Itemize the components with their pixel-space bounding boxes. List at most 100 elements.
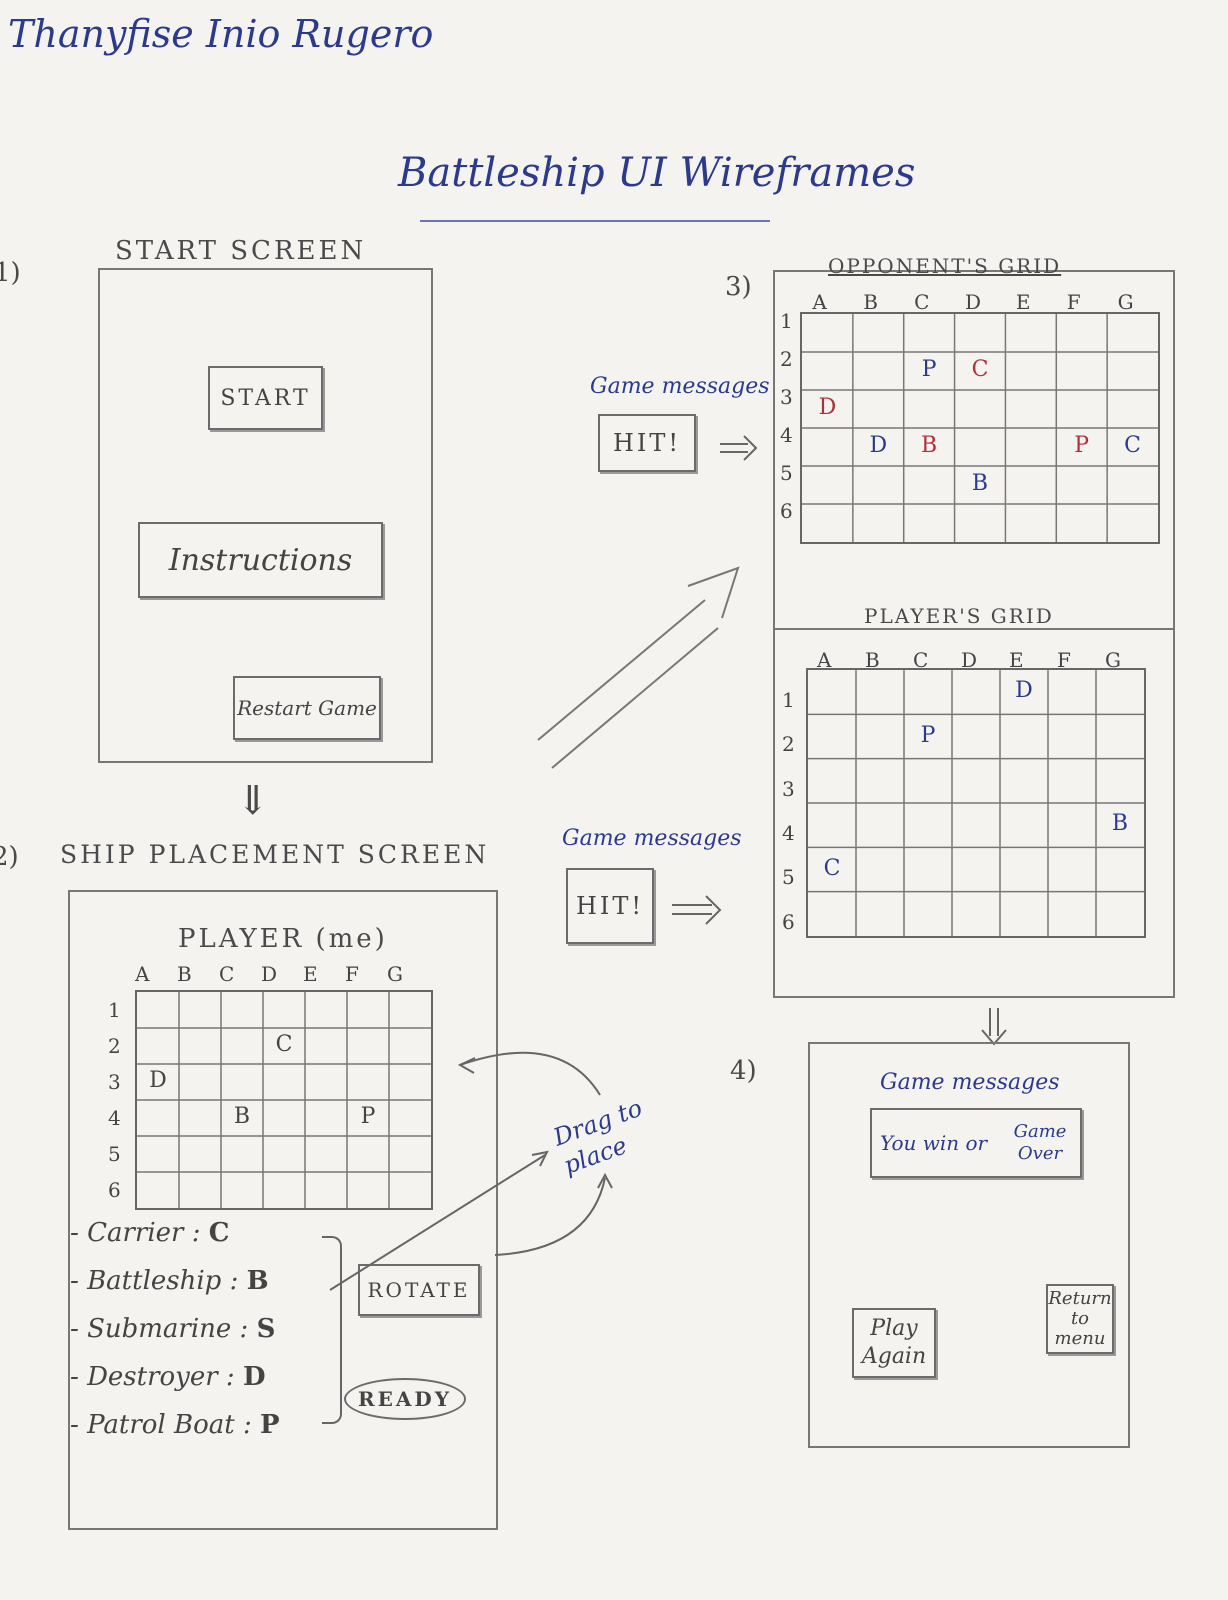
ship-list-item[interactable]: - Destroyer : D bbox=[70, 1362, 266, 1392]
opponent-column-label: E bbox=[1015, 290, 1031, 314]
player-cell-mark[interactable]: D bbox=[1015, 678, 1033, 704]
ship-separator: : bbox=[217, 1362, 243, 1392]
start-screen-heading: START SCREEN bbox=[115, 236, 367, 266]
player-column-label: E bbox=[1009, 648, 1024, 672]
screen4-number: 4) bbox=[730, 1056, 757, 1086]
opponent-grid[interactable]: P C D D B P C B bbox=[800, 312, 1160, 544]
ship-list-bullet: - bbox=[70, 1362, 88, 1392]
screen2-number: 2) bbox=[0, 842, 19, 872]
opponent-grid-lines bbox=[802, 314, 1158, 542]
placement-row-label: 4 bbox=[108, 1106, 121, 1130]
opponent-cell-mark[interactable]: B bbox=[921, 433, 938, 458]
opponent-row-label: 4 bbox=[780, 423, 793, 447]
opponent-row-label: 1 bbox=[780, 309, 793, 333]
placement-row-label: 5 bbox=[108, 1142, 121, 1166]
ship-list-bullet: - bbox=[70, 1314, 88, 1344]
ship-code: B bbox=[246, 1266, 269, 1296]
player-row-label: 5 bbox=[782, 865, 795, 890]
placement-row-label: 6 bbox=[108, 1178, 121, 1202]
placement-cell-mark[interactable]: B bbox=[233, 1104, 251, 1129]
opponent-cell-mark[interactable]: D bbox=[869, 433, 888, 458]
drag-to-place-note: Drag to place bbox=[549, 1093, 646, 1180]
player-grid-title: PLAYER (me) bbox=[178, 924, 388, 954]
ship-list-bullet: - bbox=[70, 1266, 88, 1296]
ship-separator: : bbox=[183, 1218, 209, 1248]
opponent-cell-mark[interactable]: P bbox=[921, 357, 937, 382]
screen1-number: 1) bbox=[0, 258, 21, 288]
opponent-column-label: B bbox=[863, 290, 878, 314]
placement-column-label: G bbox=[387, 962, 403, 986]
placement-grid-lines bbox=[137, 992, 431, 1208]
ship-separator: : bbox=[221, 1266, 247, 1296]
player-column-label: G bbox=[1105, 648, 1121, 672]
placement-cell-mark[interactable]: D bbox=[149, 1068, 167, 1093]
opponent-column-label: D bbox=[965, 290, 982, 314]
page-title: Battleship UI Wireframes bbox=[398, 150, 916, 196]
player-row-label: 3 bbox=[782, 776, 795, 801]
placement-column-label: D bbox=[261, 962, 278, 986]
game-over-frame bbox=[808, 1042, 1130, 1448]
messages-label-bottom: Game messages bbox=[562, 826, 742, 851]
opponent-column-label: C bbox=[914, 290, 930, 314]
player-cell-mark[interactable]: B bbox=[1111, 811, 1129, 837]
ship-code: S bbox=[256, 1314, 276, 1344]
opponent-column-label: G bbox=[1117, 290, 1134, 314]
placement-column-label: E bbox=[303, 962, 318, 986]
down-arrow-icon: ⇓ bbox=[236, 778, 270, 824]
opponent-column-label: F bbox=[1066, 290, 1081, 314]
ship-list-item[interactable]: - Battleship : B bbox=[70, 1266, 269, 1296]
instructions-button[interactable]: Instructions bbox=[138, 522, 383, 598]
player-row-label: 6 bbox=[782, 909, 795, 934]
ship-list-bullet: - bbox=[70, 1410, 88, 1440]
result-message-box: You win or Game Over bbox=[870, 1108, 1082, 1178]
screen3-number: 3) bbox=[725, 272, 752, 302]
ship-name: Patrol Boat bbox=[87, 1410, 235, 1440]
result-text-over: Game Over bbox=[1013, 1121, 1067, 1164]
placement-grid[interactable]: C D B P bbox=[135, 990, 433, 1210]
ship-name: Battleship bbox=[87, 1266, 222, 1296]
opponent-row-label: 2 bbox=[780, 347, 793, 371]
ship-list-item[interactable]: - Submarine : S bbox=[70, 1314, 275, 1344]
placement-cell-mark[interactable]: C bbox=[275, 1032, 293, 1057]
restart-game-button[interactable]: Restart Game bbox=[233, 676, 381, 740]
author-name: Thanyfise Inio Rugero bbox=[8, 12, 434, 56]
ship-list-bullet: - bbox=[70, 1218, 88, 1248]
rotate-button[interactable]: ROTATE bbox=[358, 1264, 480, 1316]
return-to-menu-button[interactable]: Return to menu bbox=[1046, 1284, 1114, 1354]
ship-placement-heading: SHIP PLACEMENT SCREEN bbox=[60, 840, 490, 869]
start-button[interactable]: START bbox=[208, 366, 323, 430]
title-underline bbox=[420, 220, 770, 222]
diagonal-arrow-icon bbox=[537, 566, 740, 769]
ship-code: C bbox=[208, 1218, 230, 1248]
messages-label-final: Game messages bbox=[880, 1070, 1060, 1095]
player-column-label: F bbox=[1057, 648, 1071, 672]
player-grid[interactable]: D P B C bbox=[806, 668, 1146, 938]
player-cell-mark[interactable]: P bbox=[920, 722, 936, 748]
hit-message-top: HIT! bbox=[598, 414, 696, 472]
opponent-row-label: 6 bbox=[780, 499, 793, 523]
opponent-cell-mark[interactable]: D bbox=[818, 395, 837, 420]
game-screen-frame bbox=[773, 270, 1175, 998]
opponent-cell-mark[interactable]: P bbox=[1074, 433, 1090, 458]
ready-button[interactable]: READY bbox=[344, 1378, 466, 1420]
ship-separator: : bbox=[231, 1314, 257, 1344]
ship-list-item[interactable]: - Patrol Boat : P bbox=[70, 1410, 280, 1440]
placement-column-label: A bbox=[135, 962, 150, 986]
opponent-cell-mark[interactable]: B bbox=[971, 471, 989, 496]
opponent-row-label: 3 bbox=[780, 385, 793, 409]
player-cell-mark[interactable]: C bbox=[823, 855, 841, 881]
game-screen-divider bbox=[773, 628, 1175, 630]
placement-cell-mark[interactable]: P bbox=[360, 1104, 376, 1129]
placement-column-label: F bbox=[345, 962, 359, 986]
placement-row-label: 2 bbox=[108, 1034, 121, 1058]
ship-list-bracket bbox=[322, 1236, 342, 1424]
ship-list-item[interactable]: - Carrier : C bbox=[70, 1218, 229, 1248]
ship-separator: : bbox=[234, 1410, 261, 1440]
play-again-button[interactable]: Play Again bbox=[852, 1308, 936, 1378]
ship-code: P bbox=[260, 1410, 280, 1440]
opponent-column-label: A bbox=[812, 290, 827, 314]
placement-row-label: 1 bbox=[108, 998, 121, 1022]
opponent-cell-mark[interactable]: C bbox=[971, 357, 989, 382]
placement-row-label: 3 bbox=[108, 1070, 121, 1094]
opponent-cell-mark[interactable]: C bbox=[1124, 433, 1141, 458]
